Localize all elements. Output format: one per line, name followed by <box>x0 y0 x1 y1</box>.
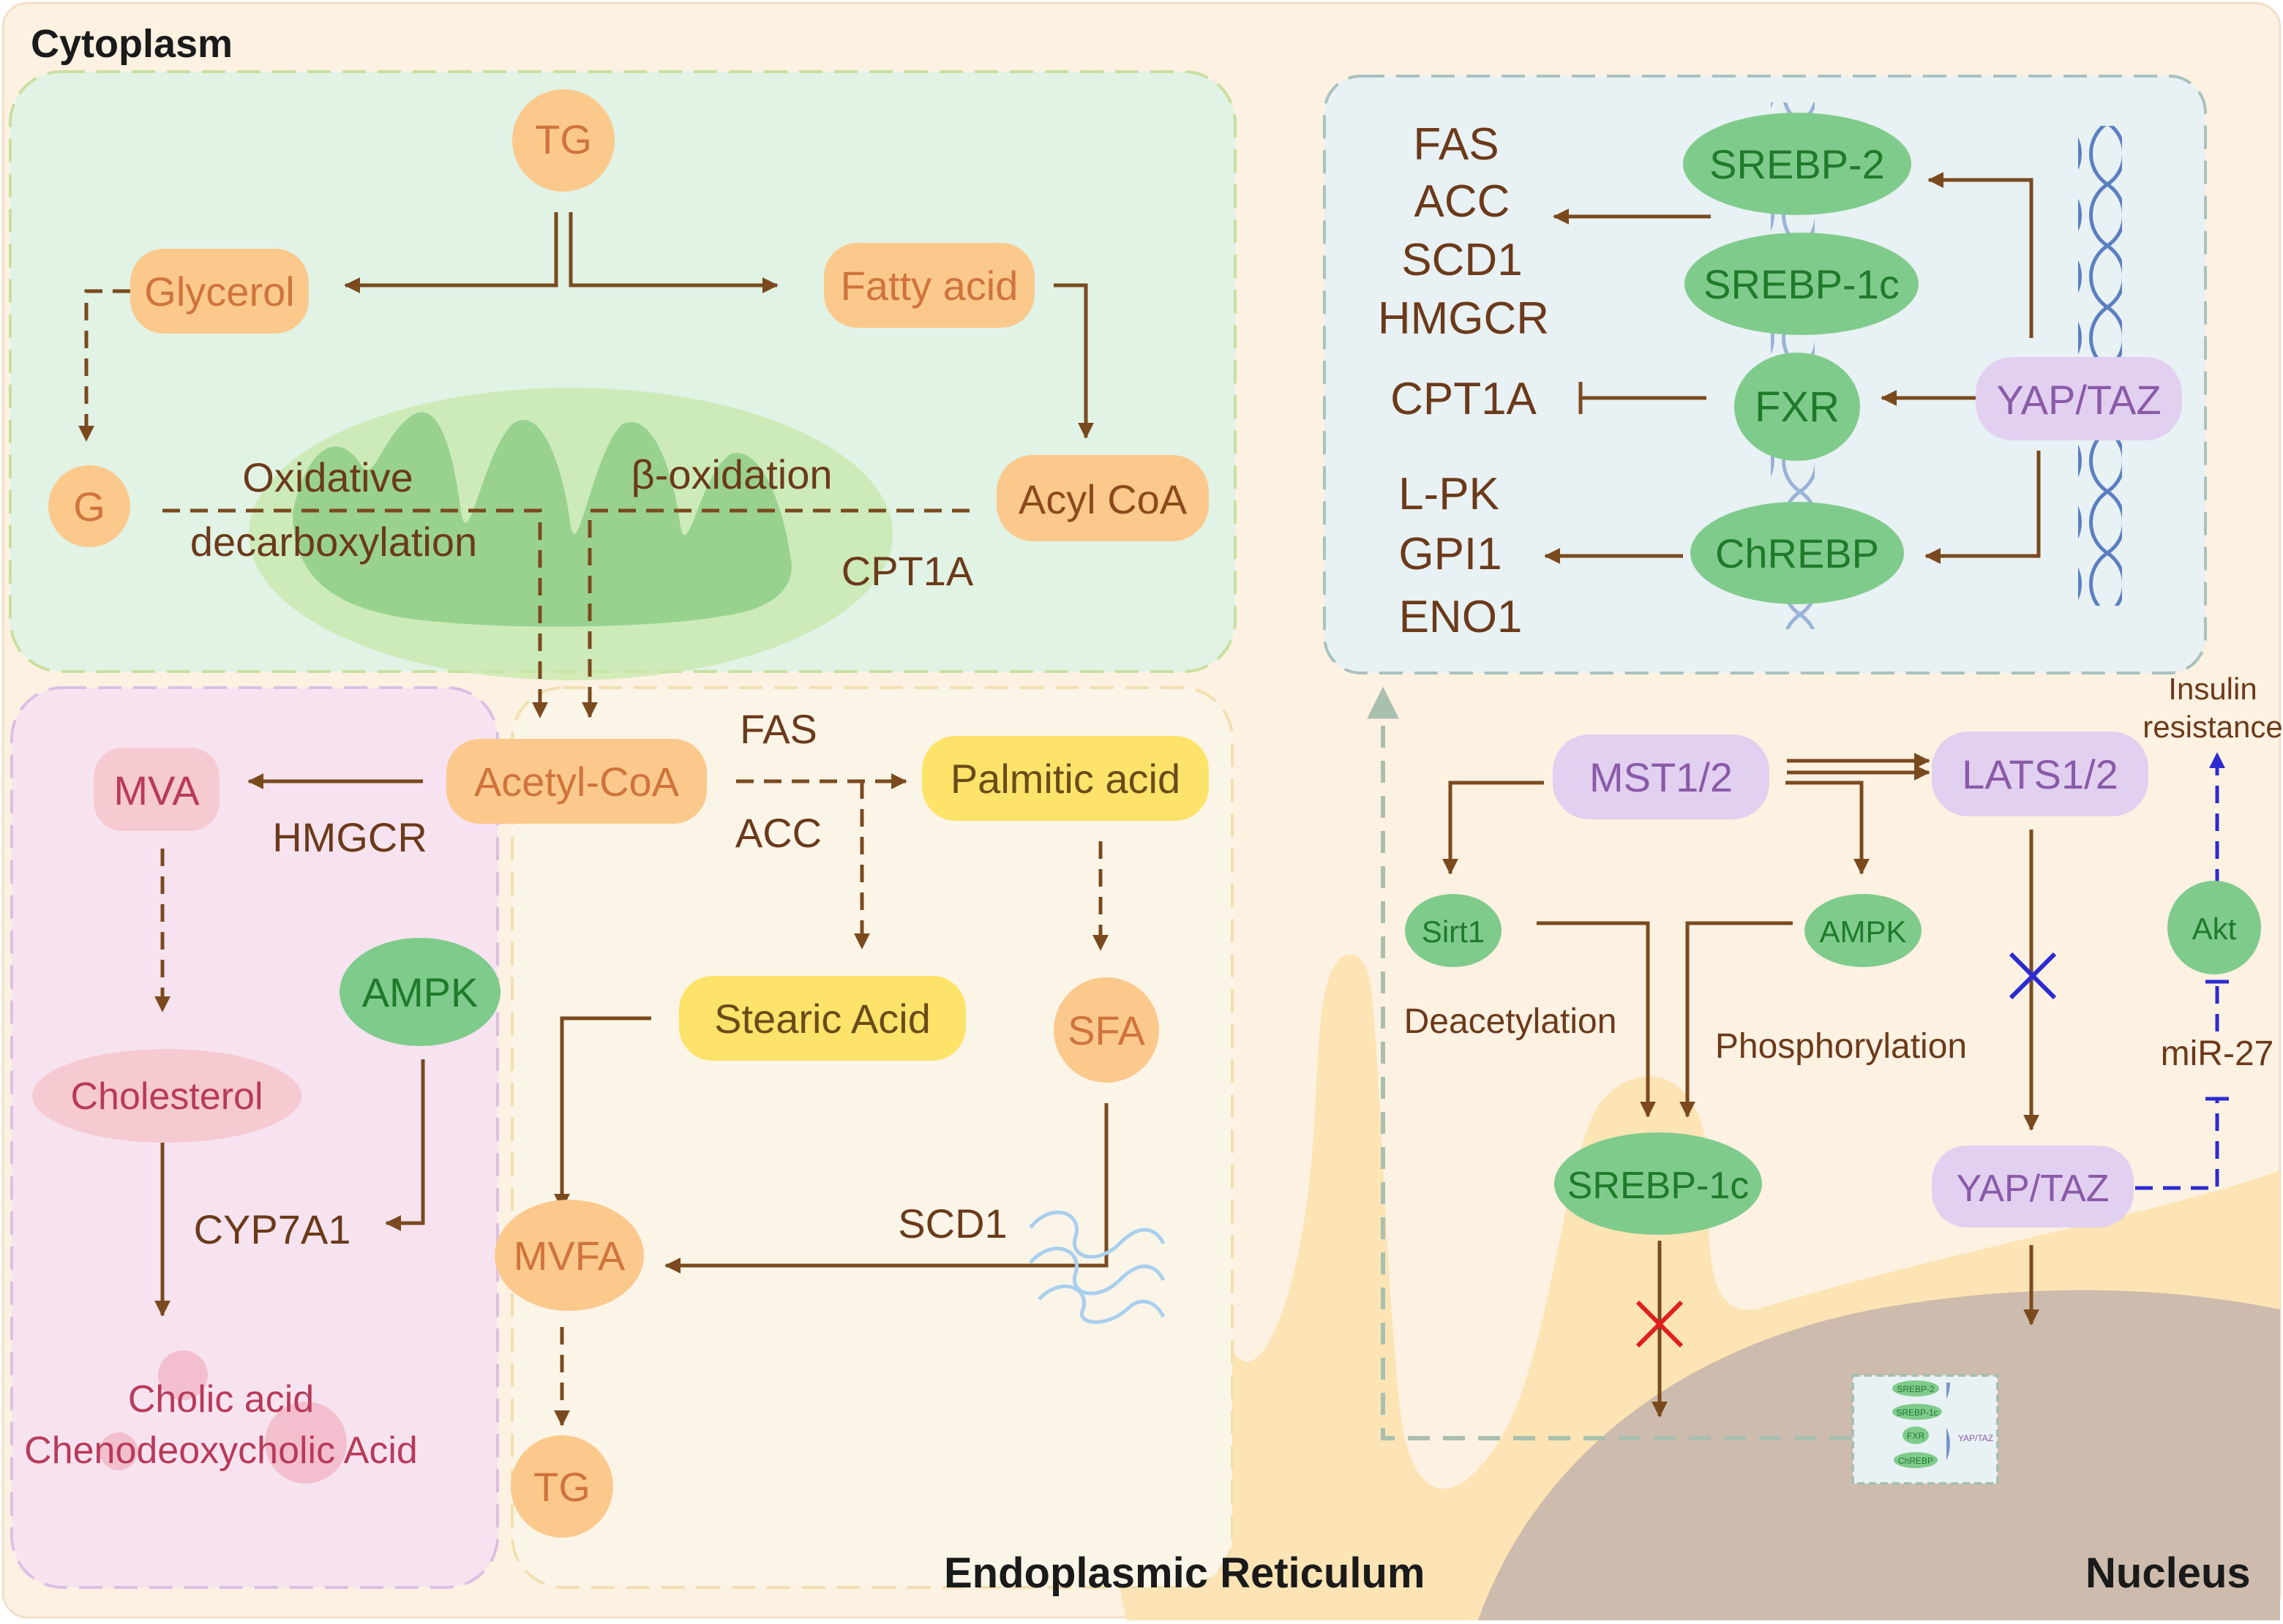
mvfa-node <box>495 1200 644 1311</box>
ampk-hippo-node <box>1804 894 1922 967</box>
cytoplasm-label: Cytoplasm <box>31 22 233 66</box>
bile-acid-region <box>10 686 499 1589</box>
sfa-node <box>1054 977 1159 1083</box>
stearic-acid-node <box>679 976 966 1061</box>
thumb-srebp1c-label: SREBP-1c <box>1896 1407 1938 1418</box>
target-lpk-label: L-PK <box>1398 469 1499 519</box>
tg-top-label: TG <box>535 116 592 162</box>
mva-node <box>94 748 220 831</box>
mvfa-label: MVFA <box>514 1233 626 1279</box>
acetyl-coa-label: Acetyl-CoA <box>474 759 680 805</box>
cholesterol-node <box>32 1049 301 1143</box>
fatty-acid-label: Fatty acid <box>841 263 1019 309</box>
ampk-hippo-label: AMPK <box>1819 914 1906 949</box>
er-label: Endoplasmic Reticulum <box>944 1549 1425 1597</box>
g-node <box>48 465 130 547</box>
target-cpt1a-label: CPT1A <box>1390 374 1537 424</box>
lats-node <box>1932 732 2148 816</box>
yap-taz-label: YAP/TAZ <box>1957 1168 2110 1210</box>
bile-bubbles <box>100 1350 347 1484</box>
chrebp-node <box>1690 502 1904 604</box>
cyp7a1-label: CYP7A1 <box>194 1206 351 1252</box>
srebp1c-box-label: SREBP-1c <box>1703 261 1900 307</box>
mst-label: MST1/2 <box>1589 754 1733 800</box>
acetyl-coa-node <box>446 739 707 824</box>
er-squiggle <box>1029 1210 1166 1324</box>
target-eno1-label: ENO1 <box>1399 592 1523 642</box>
thumb-fxr-label: FXR <box>1907 1431 1924 1441</box>
thumb-yap-taz-label: YAP/TAZ <box>1958 1433 1993 1443</box>
srebp1c-label: SREBP-1c <box>1567 1165 1750 1207</box>
palmitic-acid-label: Palmitic acid <box>951 756 1180 802</box>
srebp1c-box-node <box>1684 233 1919 335</box>
akt-node <box>2167 881 2261 974</box>
cpt1a-mito-label: CPT1A <box>841 548 974 594</box>
lats-label: LATS1/2 <box>1962 751 2118 797</box>
nucleus-thumbnail: SREBP-2 SREBP-1c FXR ChREBP YAP/TAZ <box>1851 1374 1999 1485</box>
insulin-label-1: Insulin <box>2168 672 2257 706</box>
target-fas-label: FAS <box>1413 119 1499 170</box>
acyl-coa-node <box>997 455 1209 541</box>
hmgcr-label: HMGCR <box>272 814 427 860</box>
phosphorylation-label: Phosphorylation <box>1715 1027 1967 1066</box>
inhibit-cross-srebp <box>1635 1300 1684 1348</box>
nuclear-return-arrow <box>1367 686 1851 1440</box>
glycerol-node <box>130 249 309 334</box>
oxidative-label-1: Oxidative <box>242 454 413 500</box>
yap-taz-box-node <box>1976 357 2182 440</box>
target-scd1-label: SCD1 <box>1401 235 1522 285</box>
mitochondrion <box>249 388 893 680</box>
acyl-coa-label: Acyl CoA <box>1019 476 1188 522</box>
thumb-srebp2-label: SREBP-2 <box>1897 1384 1935 1394</box>
ampk-bile-node <box>340 938 501 1046</box>
fxr-node <box>1734 353 1860 461</box>
blue-pathway <box>2135 752 2229 1190</box>
fatty-acid-node <box>824 243 1035 328</box>
srebp2-label: SREBP-2 <box>1709 141 1885 187</box>
mir27-label: miR-27 <box>2161 1034 2274 1073</box>
akt-label: Akt <box>2192 911 2237 946</box>
tg-bottom-label: TG <box>533 1464 591 1510</box>
cholic-acid-label: Cholic acid <box>128 1378 314 1421</box>
insulin-label-2: resistance <box>2143 710 2282 744</box>
srebp2-node <box>1683 113 1911 215</box>
fxr-label: FXR <box>1755 383 1840 431</box>
ampk-bile-label: AMPK <box>362 969 479 1015</box>
palmitic-acid-node <box>922 736 1209 821</box>
target-hmgcr-label: HMGCR <box>1378 293 1549 344</box>
sirt1-label: Sirt1 <box>1422 914 1485 949</box>
scd1-label: SCD1 <box>898 1200 1007 1247</box>
mst-node <box>1553 734 1769 819</box>
mva-label: MVA <box>113 767 200 813</box>
fas-label: FAS <box>740 706 817 752</box>
chrebp-label: ChREBP <box>1715 530 1879 576</box>
cholesterol-label: Cholesterol <box>70 1075 263 1118</box>
deacetylation-label: Deacetylation <box>1404 1002 1617 1041</box>
sfa-label: SFA <box>1068 1007 1145 1053</box>
stearic-acid-label: Stearic Acid <box>714 996 931 1042</box>
inhibit-cross-lats <box>2009 952 2057 1000</box>
sirt1-node <box>1405 894 1502 967</box>
acc-label: ACC <box>735 810 822 856</box>
yap-taz-node <box>1932 1146 2134 1228</box>
g-label: G <box>73 484 105 530</box>
lipogenesis-region <box>511 686 1234 1589</box>
beta-oxidation-label: β-oxidation <box>631 451 832 497</box>
arrows <box>78 172 2041 1426</box>
tg-top-node <box>512 89 615 192</box>
target-acc-label: ACC <box>1414 176 1510 227</box>
glycerol-label: Glycerol <box>144 268 294 315</box>
tg-bottom-node <box>511 1435 613 1538</box>
srebp1c-node <box>1554 1132 1762 1235</box>
cdca-label: Chenodeoxycholic Acid <box>24 1429 418 1472</box>
target-gpi1-label: GPI1 <box>1398 529 1502 579</box>
nucleus-label: Nucleus <box>2085 1549 2251 1597</box>
yap-taz-box-label: YAP/TAZ <box>1996 377 2161 423</box>
oxidative-label-2: decarboxylation <box>190 519 477 565</box>
thumb-chrebp-label: ChREBP <box>1898 1456 1933 1466</box>
